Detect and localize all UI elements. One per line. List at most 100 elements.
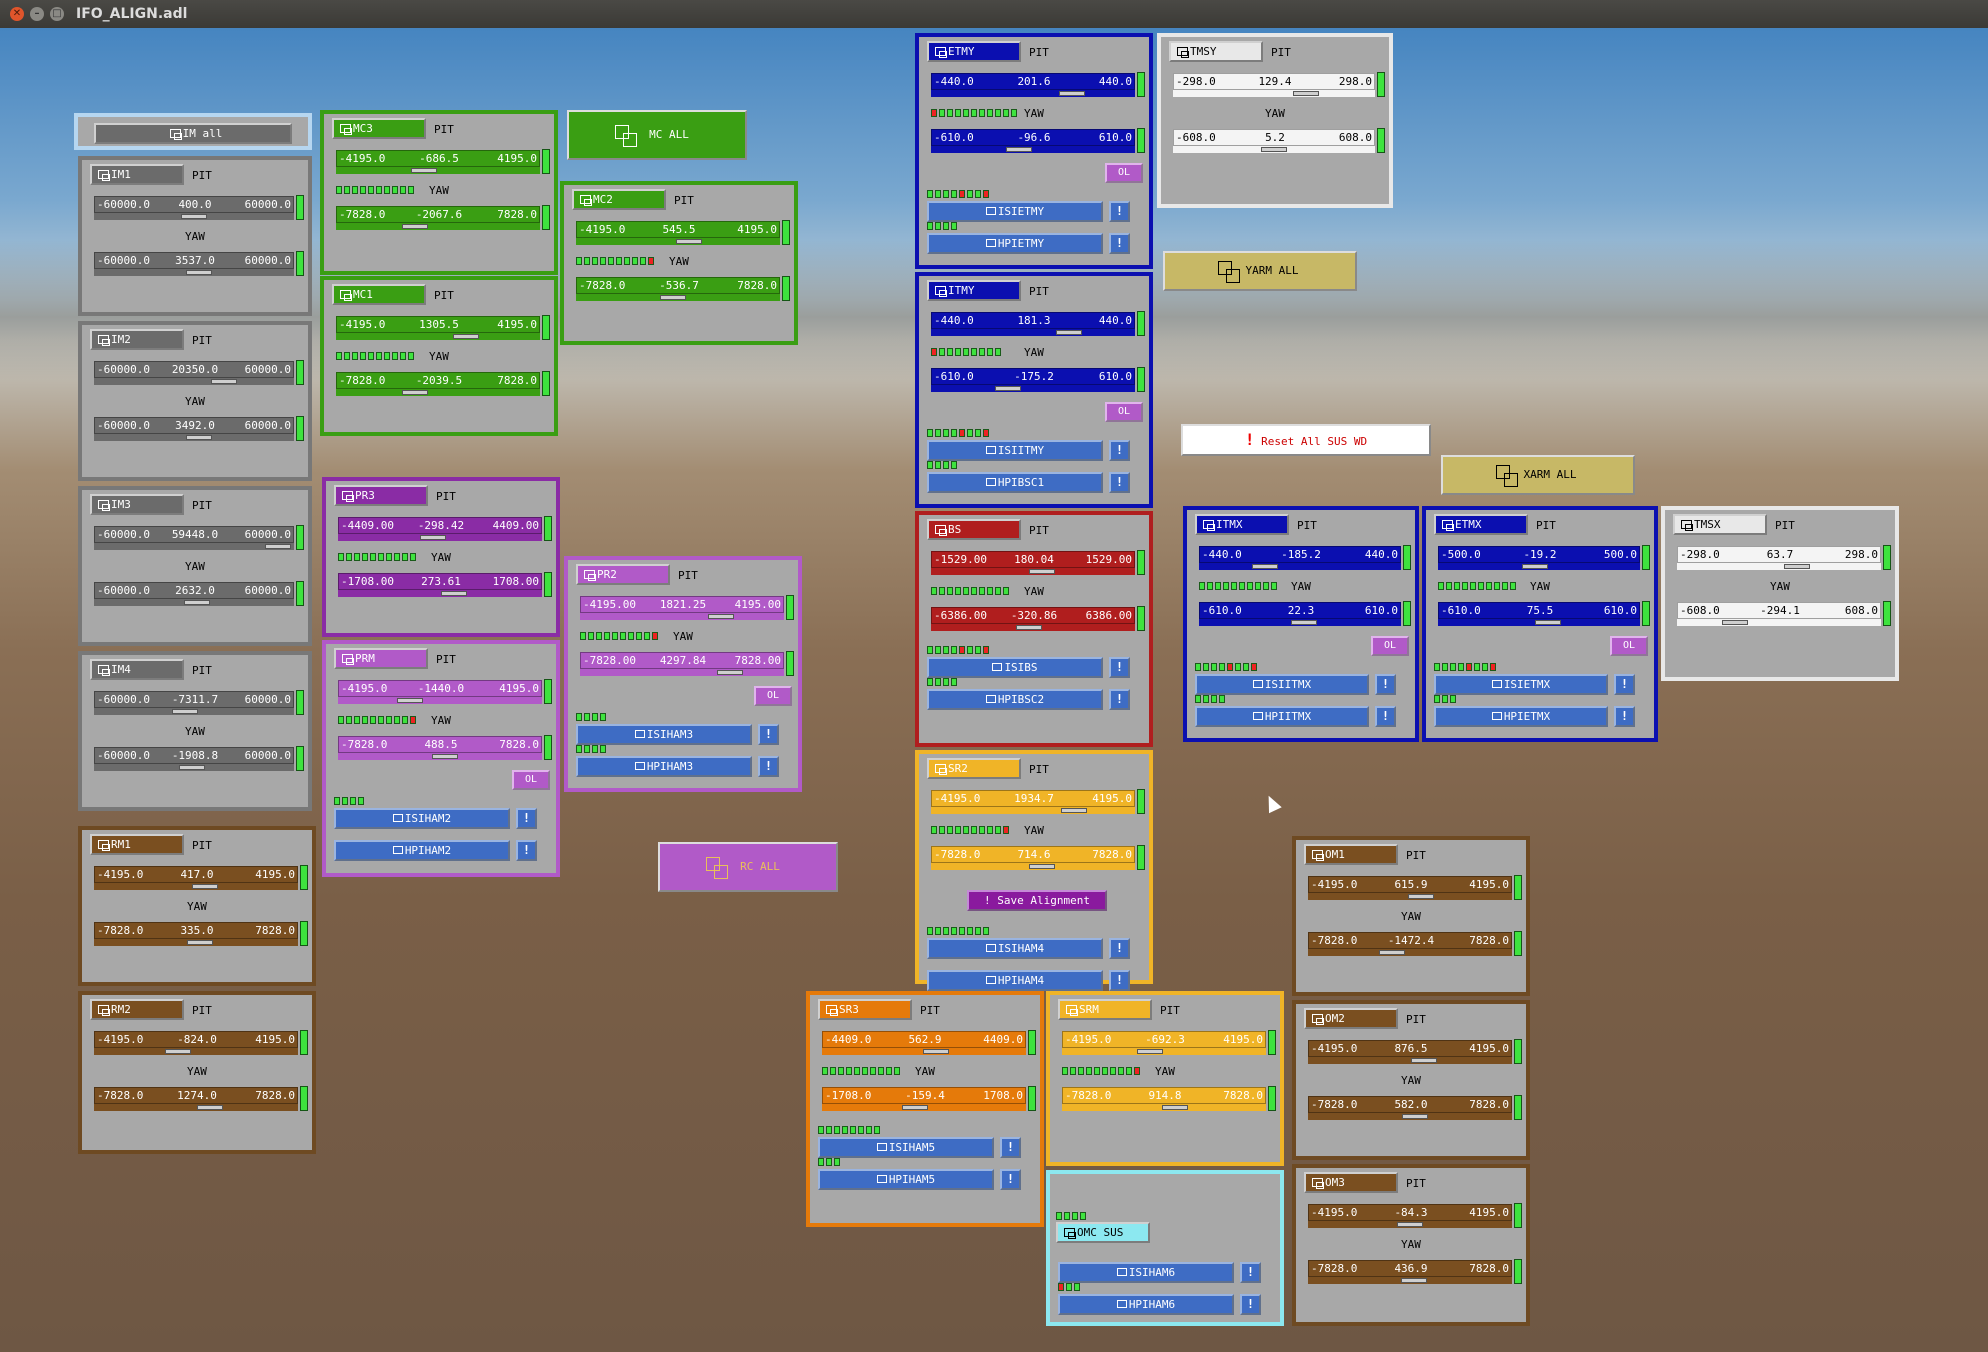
sr3-pit-slider[interactable]	[822, 1048, 1026, 1055]
pr3-header-button[interactable]: PR3	[334, 485, 428, 506]
etmy-yaw-slider[interactable]	[931, 146, 1135, 153]
om1-pit-slider-handle[interactable]	[1408, 894, 1434, 899]
om2-pit-slider[interactable]	[1308, 1057, 1512, 1064]
mc3-yaw-slider-handle[interactable]	[402, 224, 428, 229]
om2-yaw-slider-handle[interactable]	[1402, 1114, 1428, 1119]
itmy-isi-alert-button[interactable]: !	[1109, 440, 1130, 461]
itmy-pit-slider[interactable]	[931, 329, 1135, 336]
etmy-pit-slider-handle[interactable]	[1059, 91, 1085, 96]
prm-yaw-slider[interactable]	[338, 753, 542, 760]
mc1-yaw-slider-handle[interactable]	[402, 390, 428, 395]
etmy-ol-button[interactable]: OL	[1105, 163, 1143, 183]
sr3-yaw-slider[interactable]	[822, 1104, 1026, 1111]
pr2-hpi-button[interactable]: HPIHAM3	[576, 756, 752, 777]
im2-yaw-slider[interactable]	[94, 434, 294, 441]
reset-all-sus-wd-button[interactable]: ! Reset All SUS WD	[1181, 424, 1431, 456]
rc-all-button[interactable]: RC ALL	[658, 842, 838, 892]
etmx-hpi-button[interactable]: HPIETMX	[1434, 706, 1608, 727]
etmy-yaw-slider-handle[interactable]	[1006, 147, 1032, 152]
im4-pit-slider-handle[interactable]	[172, 709, 198, 714]
pr2-isi-alert-button[interactable]: !	[758, 724, 779, 745]
im3-pit-slider-handle[interactable]	[265, 544, 291, 549]
omc-hpi-alert-button[interactable]: !	[1240, 1294, 1261, 1315]
itmx-isi-alert-button[interactable]: !	[1375, 674, 1396, 695]
mc3-header-button[interactable]: MC3	[332, 118, 426, 139]
sr2-hpi-alert-button[interactable]: !	[1109, 970, 1130, 991]
itmy-pit-slider-handle[interactable]	[1056, 330, 1082, 335]
srm-header-button[interactable]: SRM	[1058, 999, 1152, 1020]
itmx-ol-button[interactable]: OL	[1371, 636, 1409, 656]
bs-pit-slider-handle[interactable]	[1029, 569, 1055, 574]
tmsx-pit-slider-handle[interactable]	[1784, 564, 1810, 569]
im4-yaw-slider[interactable]	[94, 764, 294, 771]
itmy-isi-button[interactable]: ISIITMY	[927, 440, 1103, 461]
bs-pit-slider[interactable]	[931, 568, 1135, 575]
bs-isi-button[interactable]: ISIBS	[927, 657, 1103, 678]
pr2-isi-button[interactable]: ISIHAM3	[576, 724, 752, 745]
sr2-header-button[interactable]: SR2	[927, 758, 1021, 779]
srm-pit-slider-handle[interactable]	[1137, 1049, 1163, 1054]
mc2-pit-slider-handle[interactable]	[676, 239, 702, 244]
om3-pit-slider[interactable]	[1308, 1221, 1512, 1228]
srm-yaw-slider[interactable]	[1062, 1104, 1266, 1111]
pr3-yaw-slider[interactable]	[338, 590, 542, 597]
close-icon[interactable]: ✕	[10, 7, 24, 21]
im3-yaw-slider-handle[interactable]	[184, 600, 210, 605]
itmy-header-button[interactable]: ITMY	[927, 280, 1021, 301]
im1-pit-slider[interactable]	[94, 213, 294, 220]
sr3-hpi-alert-button[interactable]: !	[1000, 1169, 1021, 1190]
rm2-header-button[interactable]: RM2	[90, 999, 184, 1020]
im1-yaw-slider-handle[interactable]	[186, 270, 212, 275]
omc-sus-button[interactable]: OMC SUS	[1056, 1222, 1150, 1243]
prm-isi-button[interactable]: ISIHAM2	[334, 808, 510, 829]
im2-pit-slider-handle[interactable]	[211, 379, 237, 384]
etmx-yaw-slider[interactable]	[1438, 619, 1640, 626]
mc3-pit-slider[interactable]	[336, 167, 540, 174]
pr2-yaw-slider[interactable]	[580, 669, 784, 676]
bs-header-button[interactable]: BS	[927, 519, 1021, 540]
etmy-hpi-button[interactable]: HPIETMY	[927, 233, 1103, 254]
mc1-yaw-slider[interactable]	[336, 389, 540, 396]
etmx-pit-slider-handle[interactable]	[1522, 564, 1548, 569]
tmsx-yaw-slider[interactable]	[1677, 619, 1881, 626]
pr2-hpi-alert-button[interactable]: !	[758, 756, 779, 777]
itmx-yaw-slider[interactable]	[1199, 619, 1401, 626]
im4-yaw-slider-handle[interactable]	[179, 765, 205, 770]
mc-all-button[interactable]: MC ALL	[567, 110, 747, 160]
mc2-yaw-slider-handle[interactable]	[660, 295, 686, 300]
prm-yaw-slider-handle[interactable]	[432, 754, 458, 759]
mc2-pit-slider[interactable]	[576, 238, 780, 245]
tmsy-pit-slider-handle[interactable]	[1293, 91, 1319, 96]
tmsy-yaw-slider[interactable]	[1173, 146, 1375, 153]
omc-isi-alert-button[interactable]: !	[1240, 1262, 1261, 1283]
etmy-hpi-alert-button[interactable]: !	[1109, 233, 1130, 254]
etmy-isi-alert-button[interactable]: !	[1109, 201, 1130, 222]
rm2-yaw-slider[interactable]	[94, 1104, 298, 1111]
sr2-save-alignment-button[interactable]: ! Save Alignment	[967, 890, 1107, 911]
sr3-pit-slider-handle[interactable]	[923, 1049, 949, 1054]
rm1-pit-slider-handle[interactable]	[192, 884, 218, 889]
im-all-button[interactable]: IM all	[94, 123, 292, 144]
prm-hpi-alert-button[interactable]: !	[516, 840, 537, 861]
om1-header-button[interactable]: OM1	[1304, 844, 1398, 865]
om3-yaw-slider-handle[interactable]	[1401, 1278, 1427, 1283]
itmy-ol-button[interactable]: OL	[1105, 402, 1143, 422]
sr2-isi-button[interactable]: ISIHAM4	[927, 938, 1103, 959]
sr2-yaw-slider-handle[interactable]	[1029, 864, 1055, 869]
sr2-isi-alert-button[interactable]: !	[1109, 938, 1130, 959]
etmx-isi-alert-button[interactable]: !	[1614, 674, 1635, 695]
pr3-yaw-slider-handle[interactable]	[441, 591, 467, 596]
itmy-yaw-slider-handle[interactable]	[995, 386, 1021, 391]
om3-pit-slider-handle[interactable]	[1397, 1222, 1423, 1227]
rm1-yaw-slider-handle[interactable]	[187, 940, 213, 945]
tmsy-header-button[interactable]: TMSY	[1169, 41, 1263, 62]
xarm-all-button[interactable]: XARM ALL	[1441, 455, 1635, 495]
bs-hpi-alert-button[interactable]: !	[1109, 689, 1130, 710]
im3-header-button[interactable]: IM3	[90, 494, 184, 515]
om1-pit-slider[interactable]	[1308, 893, 1512, 900]
om3-yaw-slider[interactable]	[1308, 1277, 1512, 1284]
om2-pit-slider-handle[interactable]	[1411, 1058, 1437, 1063]
im4-header-button[interactable]: IM4	[90, 659, 184, 680]
im2-header-button[interactable]: IM2	[90, 329, 184, 350]
im4-pit-slider[interactable]	[94, 708, 294, 715]
